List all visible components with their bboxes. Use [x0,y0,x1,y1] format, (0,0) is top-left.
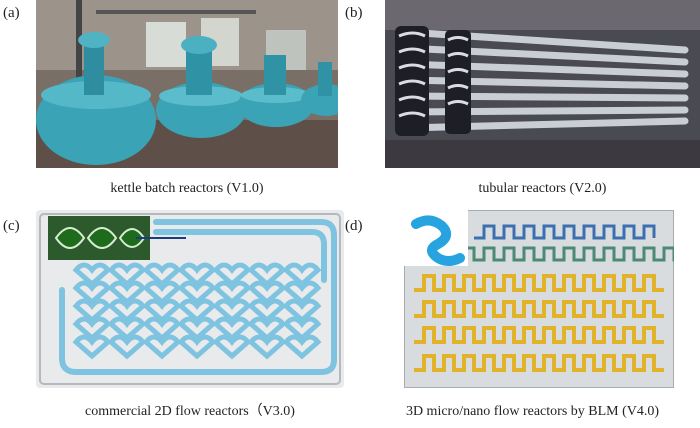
panel-label-d: (d) [345,218,363,234]
2d-flow-reactor-plate [36,210,344,388]
caption-a: kettle batch reactors (V1.0) [110,181,264,196]
caption-b: tubular reactors (V2.0) [478,181,607,196]
panel-label-a: (a) [3,5,20,21]
3d-flow-reactor-photo [404,210,674,388]
panel-label-b: (b) [345,5,363,21]
caption-d: 3D micro/nano flow reactors by BLM (V4.0… [405,404,660,419]
panel-label-c: (c) [3,218,20,234]
kettle-reactor-photo [36,0,338,168]
caption-c: commercial 2D flow reactors（V3.0) [85,404,295,419]
tubular-reactor-photo [385,0,700,168]
